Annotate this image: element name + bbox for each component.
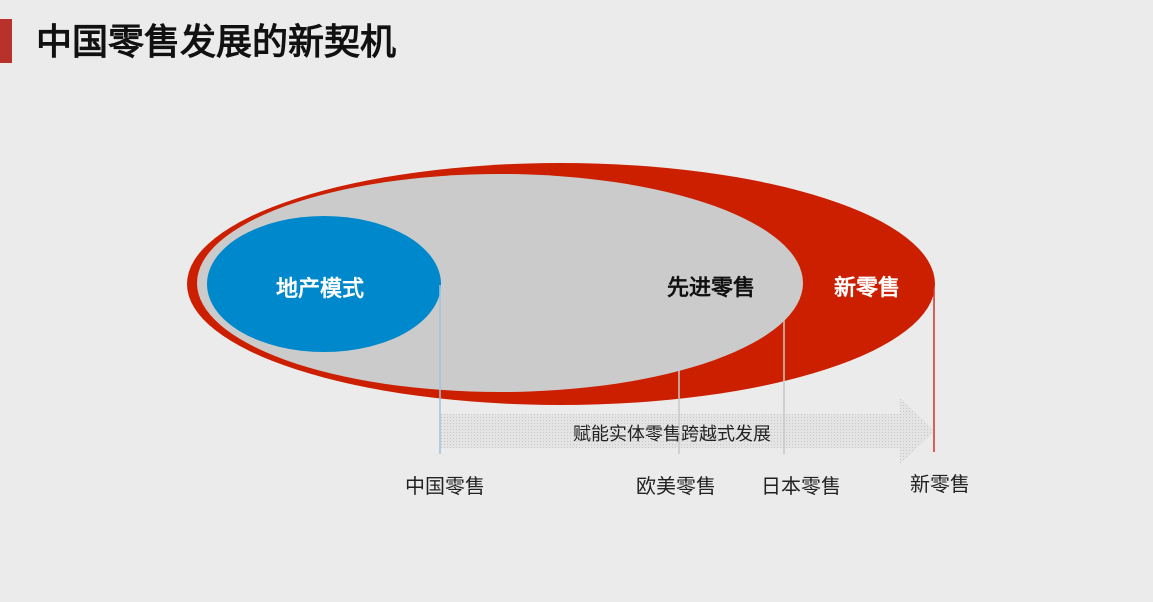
inner-label: 地产模式 (276, 276, 365, 301)
title-accent-bar (0, 19, 12, 63)
timeline-label-japan: 日本零售 (761, 476, 841, 498)
timeline-label-west: 欧美零售 (636, 476, 716, 498)
timeline-label-china: 中国零售 (405, 476, 485, 498)
page-title: 中国零售发展的新契机 (36, 21, 397, 62)
timeline-label-new: 新零售 (910, 474, 970, 496)
progress-arrow (440, 398, 935, 464)
inner-ellipse-real-estate (207, 216, 441, 352)
arrow-label: 赋能实体零售跨越式发展 (573, 424, 771, 444)
outer-label: 新零售 (834, 275, 901, 300)
middle-label: 先进零售 (667, 275, 756, 300)
